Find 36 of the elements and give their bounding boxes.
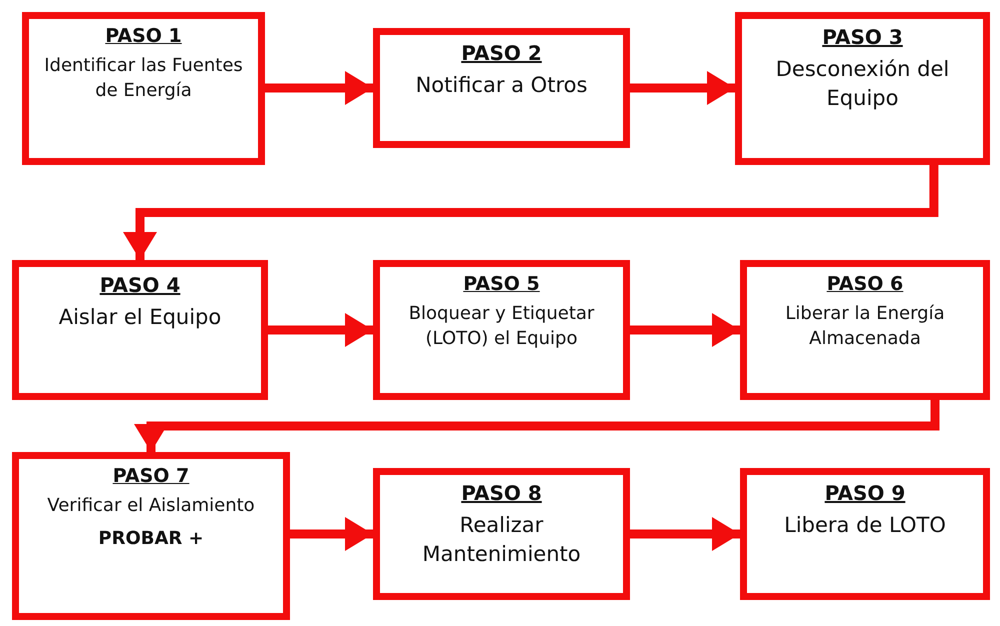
step-description: Desconexión del Equipo [774,56,950,112]
step-description: Liberar la Energía Almacenada [784,302,946,352]
step-heading: PASO 7 [112,465,190,487]
arrow [290,517,373,551]
step-description: Bloquear y Etiquetar (LOTO) el Equipo [408,302,596,352]
arrow [123,165,938,260]
step-description: Aislar el Equipo [58,304,222,331]
arrow [268,313,373,347]
step-heading: PASO 9 [824,481,906,505]
step-box [735,12,990,165]
arrow [630,313,740,347]
step-box [740,260,990,400]
step-box [12,260,268,400]
step-heading: PASO 8 [461,481,542,505]
step-heading: PASO 5 [463,273,540,295]
arrow [265,71,373,105]
step-box [22,12,265,165]
step-note: PROBAR + [98,528,204,550]
step-description: Notificar a Otros [416,72,588,99]
step-description: Realizar Mantenimiento [421,512,582,568]
step-box [373,28,630,148]
arrow [630,71,735,105]
arrow [134,400,940,452]
arrow [630,517,740,551]
step-box [373,468,630,600]
step-box [12,452,290,620]
step-box [740,468,990,600]
step-heading: PASO 3 [822,25,903,49]
step-box [373,260,630,400]
step-description: Libera de LOTO [784,512,946,539]
step-heading: PASO 1 [105,25,182,47]
step-description: Verificar el Aislamiento [47,494,255,518]
step-heading: PASO 6 [826,273,904,295]
step-description: Identificar las Fuentes de Energía [43,54,244,104]
step-heading: PASO 4 [100,273,180,297]
step-heading: PASO 2 [461,41,542,65]
